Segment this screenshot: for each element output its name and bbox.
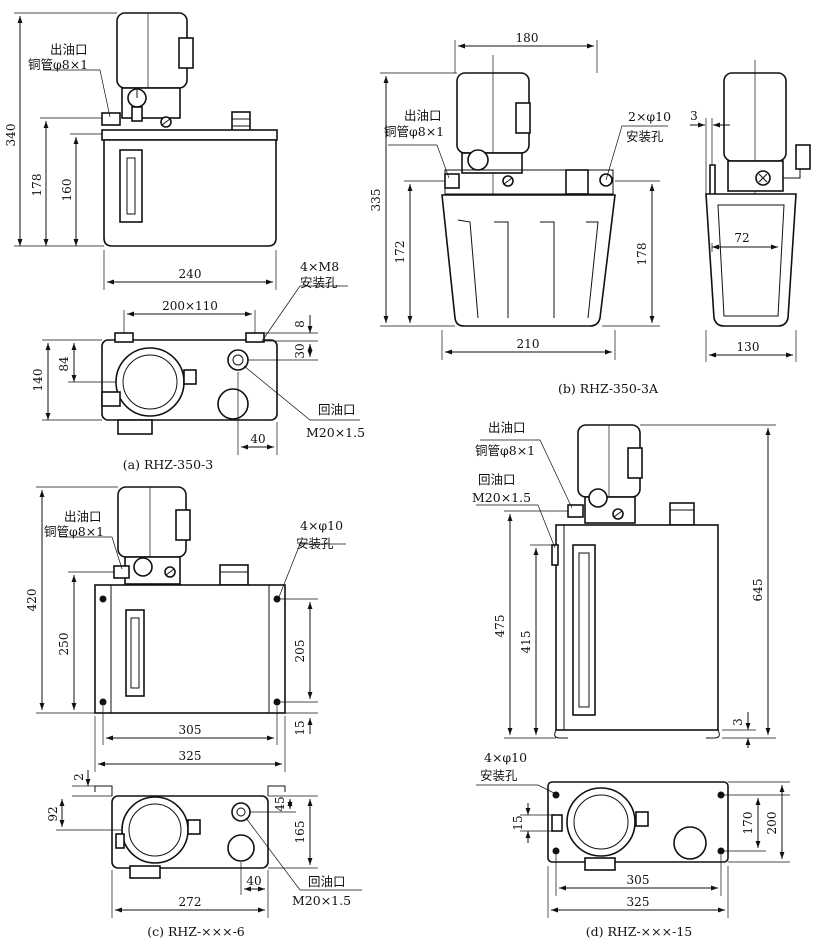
figure-a-front-view <box>14 12 278 290</box>
figure-b-side-view <box>690 60 811 362</box>
d-d3: 3 <box>731 718 745 726</box>
a-bolt-pattern: 200×110 <box>162 299 218 313</box>
c-d40: 40 <box>246 874 261 888</box>
d-d200: 200 <box>765 812 779 835</box>
b-depth: 130 <box>737 340 760 354</box>
c-d45: 45 <box>273 796 287 811</box>
b-width-bottom: 210 <box>517 337 540 351</box>
outlet-fitting-icon <box>101 112 121 126</box>
a-pipe-label: 铜管φ8×1 <box>28 57 88 72</box>
d-height-tank: 415 <box>519 631 533 654</box>
level-gauge-icon <box>119 149 143 223</box>
c-width-base: 272 <box>179 895 202 909</box>
d-height-outlet: 475 <box>493 615 507 638</box>
figure-b-front-view <box>380 40 668 360</box>
c-holes-label: 4×φ10 <box>300 518 343 533</box>
d-pressure-gauge-icon <box>588 488 608 508</box>
b-height-left: 172 <box>393 241 407 264</box>
oil-tank <box>103 139 277 247</box>
d-width-inner: 305 <box>627 873 650 887</box>
b-pressure-gauge-icon <box>467 149 489 171</box>
c-return-label: 回油口 <box>308 874 346 889</box>
b-holes-text: 安装孔 <box>626 129 664 144</box>
b-width-top: 180 <box>516 31 539 45</box>
a-d40: 40 <box>250 432 265 446</box>
b-height-right: 178 <box>635 243 649 266</box>
d-holes-label: 4×φ10 <box>484 750 527 765</box>
c-holes-text: 安装孔 <box>296 536 334 551</box>
c-oil-tank <box>94 584 286 714</box>
caption-d: (d) RHZ-×××-15 <box>586 924 693 939</box>
caption-b: (b) RHZ-350-3A <box>558 381 659 396</box>
figure-a-top-view <box>42 285 360 455</box>
a-height-tank: 160 <box>60 179 74 202</box>
a-depth: 140 <box>31 369 45 392</box>
c-return-port-icon <box>231 802 251 822</box>
figure-d-front-view <box>476 424 776 748</box>
c-d2: 2 <box>72 773 86 781</box>
c-width-outer: 325 <box>179 749 202 763</box>
d-height-total: 645 <box>751 579 765 602</box>
a-height-total: 340 <box>4 124 18 147</box>
c-pipe-label: 铜管φ8×1 <box>44 524 104 539</box>
c-d92: 92 <box>46 806 60 821</box>
d-return-thread: M20×1.5 <box>472 490 531 505</box>
caption-c: (c) RHZ-×××-6 <box>147 924 245 939</box>
c-motor-circle-icon <box>121 796 189 864</box>
c-d165: 165 <box>293 821 307 844</box>
d-holes-text: 安装孔 <box>480 768 518 783</box>
c-return-thread: M20×1.5 <box>292 893 351 908</box>
d-outlet-label: 出油口 <box>488 420 526 435</box>
d-width-outer: 325 <box>627 895 650 909</box>
c-outlet-label: 出油口 <box>64 509 102 524</box>
d-d15: 15 <box>511 815 525 830</box>
b-height-total: 335 <box>369 189 383 212</box>
b-holes-label: 2×φ10 <box>628 109 671 124</box>
figure-d-top-view <box>476 781 790 918</box>
a-outlet-label: 出油口 <box>50 42 88 57</box>
b-pipe-label: 铜管φ8×1 <box>384 124 444 139</box>
a-d30: 30 <box>293 343 307 358</box>
a-height-outlet: 178 <box>30 174 44 197</box>
figure-c-top-view <box>56 770 362 918</box>
b-oil-tank <box>441 194 616 327</box>
a-d84: 84 <box>57 356 71 372</box>
d-return-label: 回油口 <box>478 472 516 487</box>
b-d3: 3 <box>690 109 698 123</box>
c-width-inner: 305 <box>179 723 202 737</box>
a-return-thread: M20×1.5 <box>306 425 365 440</box>
d-pipe-label: 铜管φ8×1 <box>475 443 535 458</box>
b-d72: 72 <box>734 231 749 245</box>
a-return-label: 回油口 <box>318 402 356 417</box>
a-holes-label: 4×M8 <box>300 259 339 274</box>
b-outlet-label: 出油口 <box>404 108 442 123</box>
motor-circle-icon <box>115 347 185 417</box>
a-holes-text: 安装孔 <box>300 275 338 290</box>
c-d15: 15 <box>293 720 307 735</box>
d-d170: 170 <box>741 812 755 835</box>
filler-circle-icon <box>217 388 249 420</box>
a-width: 240 <box>179 267 202 281</box>
c-height-total: 420 <box>25 589 39 612</box>
d-motor-circle-icon <box>566 787 636 857</box>
caption-a: (a) RHZ-350-3 <box>123 457 213 472</box>
a-d8: 8 <box>293 320 307 328</box>
c-height-holes: 205 <box>293 640 307 663</box>
c-height-outlet: 250 <box>57 633 71 656</box>
motor-terminal-box <box>178 37 194 69</box>
figure-c-front-view <box>36 486 346 772</box>
c-pressure-gauge-icon <box>133 557 153 577</box>
